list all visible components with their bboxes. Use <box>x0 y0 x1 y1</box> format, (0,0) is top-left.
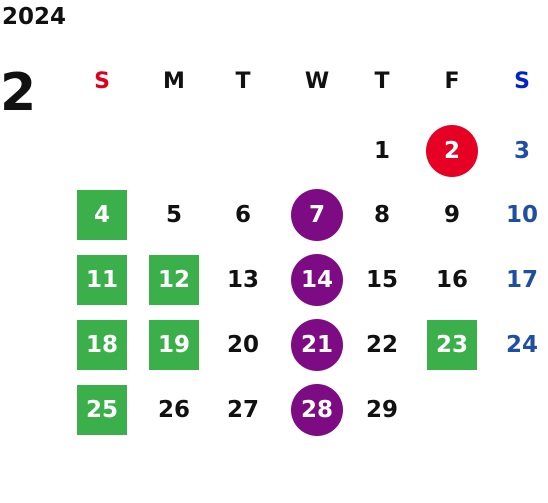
day-cell: 6 <box>213 190 273 240</box>
day-number: 13 <box>226 267 259 293</box>
day-number: 11 <box>85 267 118 293</box>
day-number: 24 <box>505 332 538 358</box>
day-number: 1 <box>373 138 390 164</box>
green-square-marker <box>149 255 199 305</box>
green-square-marker <box>77 385 127 435</box>
weekday-thursday: T <box>374 68 390 94</box>
weekday-friday: F <box>444 68 460 94</box>
day-cell: 12 <box>144 255 204 305</box>
day-cell: 11 <box>72 255 132 305</box>
day-number: 5 <box>165 202 182 228</box>
day-cell: 17 <box>492 255 548 305</box>
day-number: 8 <box>373 202 390 228</box>
day-number: 9 <box>443 202 460 228</box>
day-cell: 29 <box>352 385 412 435</box>
day-number: 18 <box>85 332 118 358</box>
empty-day-cell <box>72 126 132 176</box>
purple-circle-marker <box>291 189 343 241</box>
purple-circle-marker <box>291 319 343 371</box>
day-number: 20 <box>226 332 259 358</box>
day-cell: 1 <box>352 126 412 176</box>
day-number: 6 <box>234 202 251 228</box>
day-number: 27 <box>226 397 259 423</box>
day-number: 2 <box>443 138 460 164</box>
green-square-marker <box>77 320 127 370</box>
day-cell: 22 <box>352 320 412 370</box>
day-cell: 25 <box>72 385 132 435</box>
day-cell: 20 <box>213 320 273 370</box>
day-cell: 16 <box>422 255 482 305</box>
day-cell: 2 <box>422 125 482 177</box>
empty-day-cell <box>422 385 482 435</box>
day-cell: 15 <box>352 255 412 305</box>
day-number: 19 <box>157 332 190 358</box>
green-square-marker <box>427 320 477 370</box>
empty-day-cell <box>287 126 347 176</box>
green-square-marker <box>77 190 127 240</box>
day-number: 26 <box>157 397 190 423</box>
red-circle-marker <box>426 125 478 177</box>
calendar-year: 2024 <box>2 4 67 30</box>
day-number: 15 <box>365 267 398 293</box>
day-number: 23 <box>435 332 468 358</box>
day-cell: 3 <box>492 126 548 176</box>
day-cell: 21 <box>287 319 347 371</box>
green-square-marker <box>149 320 199 370</box>
day-cell: 4 <box>72 190 132 240</box>
weekday-saturday: S <box>514 68 530 94</box>
day-number: 12 <box>157 267 190 293</box>
day-cell: 26 <box>144 385 204 435</box>
day-cell: 7 <box>287 189 347 241</box>
day-cell: 9 <box>422 190 482 240</box>
day-number: 16 <box>435 267 468 293</box>
day-number: 28 <box>300 397 333 423</box>
day-cell: 8 <box>352 190 412 240</box>
empty-day-cell <box>144 126 204 176</box>
purple-circle-marker <box>291 254 343 306</box>
calendar-month: 2 <box>0 63 37 123</box>
empty-day-cell <box>213 126 273 176</box>
day-cell: 27 <box>213 385 273 435</box>
day-number: 14 <box>300 267 333 293</box>
day-number: 17 <box>505 267 538 293</box>
day-cell: 19 <box>144 320 204 370</box>
day-number: 22 <box>365 332 398 358</box>
day-number: 4 <box>93 202 110 228</box>
purple-circle-marker <box>291 384 343 436</box>
day-number: 10 <box>505 202 538 228</box>
day-cell: 13 <box>213 255 273 305</box>
day-cell: 23 <box>422 320 482 370</box>
day-cell: 24 <box>492 320 548 370</box>
day-cell: 14 <box>287 254 347 306</box>
weekday-wednesday: W <box>304 68 330 94</box>
day-number: 25 <box>85 397 118 423</box>
day-cell: 10 <box>492 190 548 240</box>
weekday-monday: M <box>163 68 185 94</box>
day-cell: 28 <box>287 384 347 436</box>
green-square-marker <box>77 255 127 305</box>
day-cell: 18 <box>72 320 132 370</box>
weekday-tuesday: T <box>235 68 251 94</box>
day-cell: 5 <box>144 190 204 240</box>
empty-day-cell <box>492 385 548 435</box>
day-number: 7 <box>308 202 325 228</box>
day-number: 3 <box>513 138 530 164</box>
weekday-sunday: S <box>94 68 110 94</box>
day-number: 29 <box>365 397 398 423</box>
day-number: 21 <box>300 332 333 358</box>
